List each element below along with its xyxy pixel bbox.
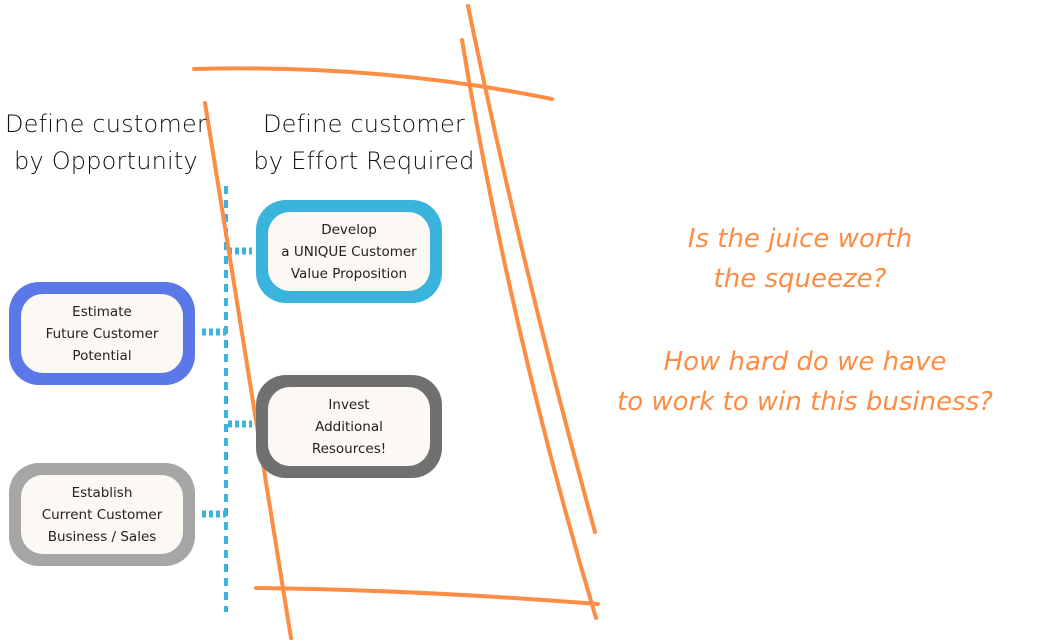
box-text: Resources! <box>311 440 387 457</box>
heading-line: by Effort Required <box>253 147 475 175</box>
sketch-right-line-inner <box>460 38 598 620</box>
box-text: Additional <box>315 418 383 435</box>
question-juice-worth-squeeze: Is the juice worth the squeeze? <box>620 219 980 299</box>
heading-line: Define customer <box>263 110 465 138</box>
box-text: Develop <box>321 221 377 238</box>
heading-effort: Define customer by Effort Required <box>250 106 478 180</box>
question-line: the squeeze? <box>713 264 887 294</box>
sketch-bottom-line <box>254 586 600 606</box>
heading-line: Define customer <box>5 110 207 138</box>
heading-line: by Opportunity <box>14 147 198 175</box>
box-text: Potential <box>72 347 132 364</box>
box-estimate-future-potential: Estimate Future Customer Potential <box>9 282 195 385</box>
box-text: Value Proposition <box>290 265 408 282</box>
box-text: Business / Sales <box>47 528 157 545</box>
box-develop-value-proposition: Develop a UNIQUE Customer Value Proposit… <box>256 200 442 303</box>
heading-opportunity: Define customer by Opportunity <box>0 106 212 180</box>
sketch-right-line-outer <box>466 4 597 534</box>
box-text: Future Customer <box>45 325 159 342</box>
box-text: Estimate <box>72 303 132 320</box>
box-invest-additional-resources: Invest Additional Resources! <box>256 375 442 478</box>
question-how-hard-to-win: How hard do we have to work to win this … <box>575 342 1035 422</box>
box-text: Establish <box>71 484 133 501</box>
box-text: a UNIQUE Customer <box>281 243 417 260</box>
question-line: How hard do we have <box>663 347 947 377</box>
question-line: to work to win this business? <box>617 387 993 417</box>
sketch-left-line <box>203 101 293 640</box>
box-text: Invest <box>328 396 370 413</box>
box-establish-current-business: Establish Current Customer Business / Sa… <box>9 463 195 566</box>
box-text: Current Customer <box>41 506 163 523</box>
sketch-top-line <box>192 66 554 101</box>
question-line: Is the juice worth <box>687 224 913 254</box>
